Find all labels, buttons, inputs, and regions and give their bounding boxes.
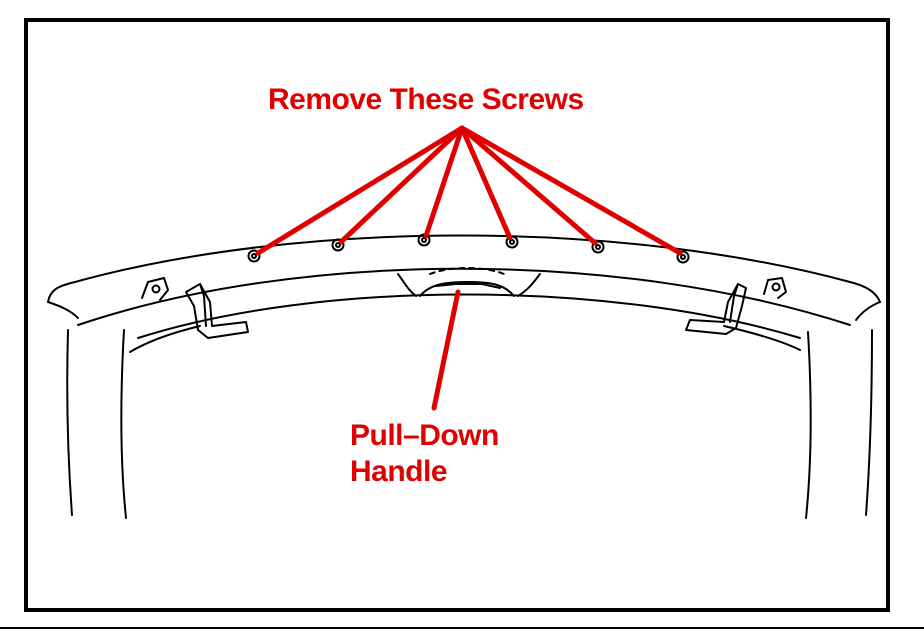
leader-screw-6: [459, 125, 683, 256]
housing-right-end: [855, 301, 881, 321]
inner-rail-line: [137, 293, 801, 339]
inner-lip-right: [723, 325, 801, 351]
left-side-wall: [120, 329, 127, 519]
handle-label-line1: Pull–Down: [350, 419, 499, 452]
leader-screw-4: [459, 125, 513, 241]
screw-2: [331, 238, 345, 252]
leader-screw-2: [338, 125, 465, 245]
left-latch-tab: [141, 277, 169, 301]
housing-top-edge: [47, 234, 881, 303]
right-side-wall: [805, 331, 812, 519]
handle-right-brace: [517, 273, 541, 297]
remove-screws-label: Remove These Screws: [268, 83, 584, 116]
right-bracket: [685, 283, 747, 335]
leader-screw-3: [423, 125, 465, 239]
housing-left-end: [47, 301, 79, 319]
handle-left-brace: [397, 273, 417, 297]
bottom-rule: [0, 627, 924, 629]
handle-grip: [435, 283, 501, 289]
diagram-frame: [24, 18, 890, 612]
pull-down-handle-label: Pull–Down Handle: [350, 418, 499, 490]
screw-6: [676, 250, 690, 264]
left-side-wall-outer: [66, 329, 73, 516]
leader-screw-1: [255, 125, 465, 256]
leader-handle: [431, 289, 461, 411]
screw-5: [591, 240, 605, 254]
handle-body: [419, 281, 515, 297]
inner-lip-left: [129, 325, 201, 353]
leader-screw-5: [459, 125, 598, 246]
right-latch-tab: [763, 277, 787, 299]
right-side-wall-outer: [865, 329, 873, 516]
screw-1: [247, 249, 261, 263]
left-bracket: [185, 283, 249, 339]
handle-label-line2: Handle: [350, 455, 448, 488]
